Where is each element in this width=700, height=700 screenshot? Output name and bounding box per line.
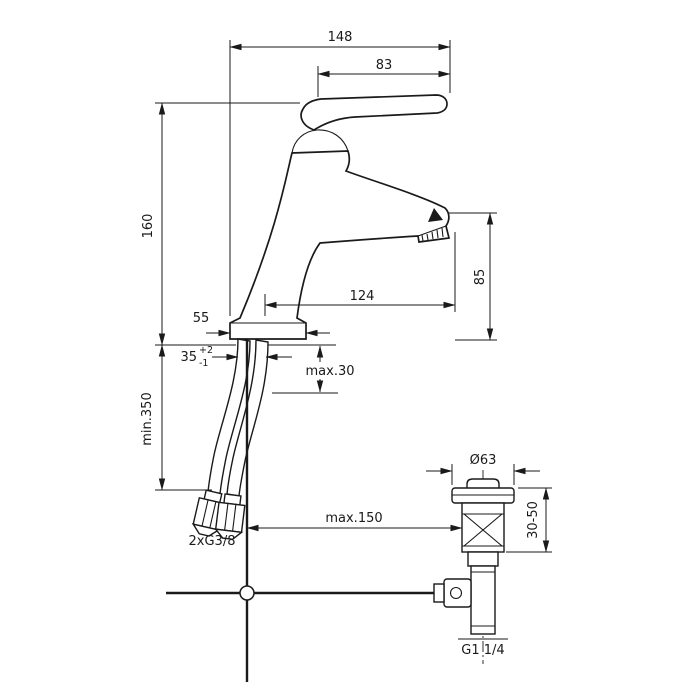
body-cross-2 bbox=[463, 513, 503, 547]
dim-hose-thread: 2xG3/8 bbox=[189, 534, 236, 549]
dim-body-height: 160 bbox=[141, 214, 156, 239]
aerator-hatch bbox=[421, 227, 444, 242]
dim-hole-diameter: 35 bbox=[180, 350, 197, 365]
dim-lever-length: 83 bbox=[376, 58, 393, 73]
dim-base-width: 55 bbox=[193, 311, 210, 326]
faucet-outline bbox=[229, 94, 451, 340]
waste-plug bbox=[466, 478, 500, 490]
dim-overall-depth: 148 bbox=[328, 30, 353, 45]
dimension-lines bbox=[155, 40, 552, 553]
pop-up-waste bbox=[433, 470, 515, 664]
dim-hole-tol-minus: -1 bbox=[199, 358, 208, 369]
waste-neck bbox=[467, 551, 499, 567]
cartridge-seam bbox=[291, 150, 349, 154]
cartridge-dome bbox=[291, 129, 349, 154]
dimension-labels: 148 83 160 85 124 55 35 +2 -1 max.30 min… bbox=[140, 30, 541, 658]
aerator-top-edge bbox=[417, 225, 447, 237]
dim-hose-length: min.350 bbox=[140, 392, 155, 445]
rod-clamp bbox=[239, 585, 255, 601]
ball-joint-nut bbox=[433, 583, 445, 603]
faucet-body bbox=[229, 150, 451, 340]
mounting-deck bbox=[155, 344, 338, 394]
waste-tailpiece bbox=[470, 565, 496, 635]
ball-joint bbox=[449, 586, 463, 600]
aerator-insert bbox=[428, 208, 443, 222]
dim-spout-reach: 124 bbox=[350, 289, 375, 304]
dim-waste-flange-diameter: Ø63 bbox=[470, 453, 497, 468]
dim-spout-height: 85 bbox=[473, 269, 488, 286]
dim-deck-thickness: max.30 bbox=[306, 364, 355, 379]
dim-waste-height-range: 30-50 bbox=[526, 501, 541, 539]
pull-rod-linkage bbox=[166, 339, 442, 682]
dim-hole-tol-plus: +2 bbox=[199, 345, 213, 356]
dim-waste-offset: max.150 bbox=[325, 511, 382, 526]
lever-handle bbox=[300, 94, 448, 131]
flexible-hoses bbox=[191, 338, 269, 541]
ball-joint-housing bbox=[443, 578, 472, 608]
dim-waste-thread: G1 1/4 bbox=[461, 643, 504, 658]
waste-body bbox=[461, 502, 505, 553]
hose-fitting-right bbox=[214, 493, 246, 541]
